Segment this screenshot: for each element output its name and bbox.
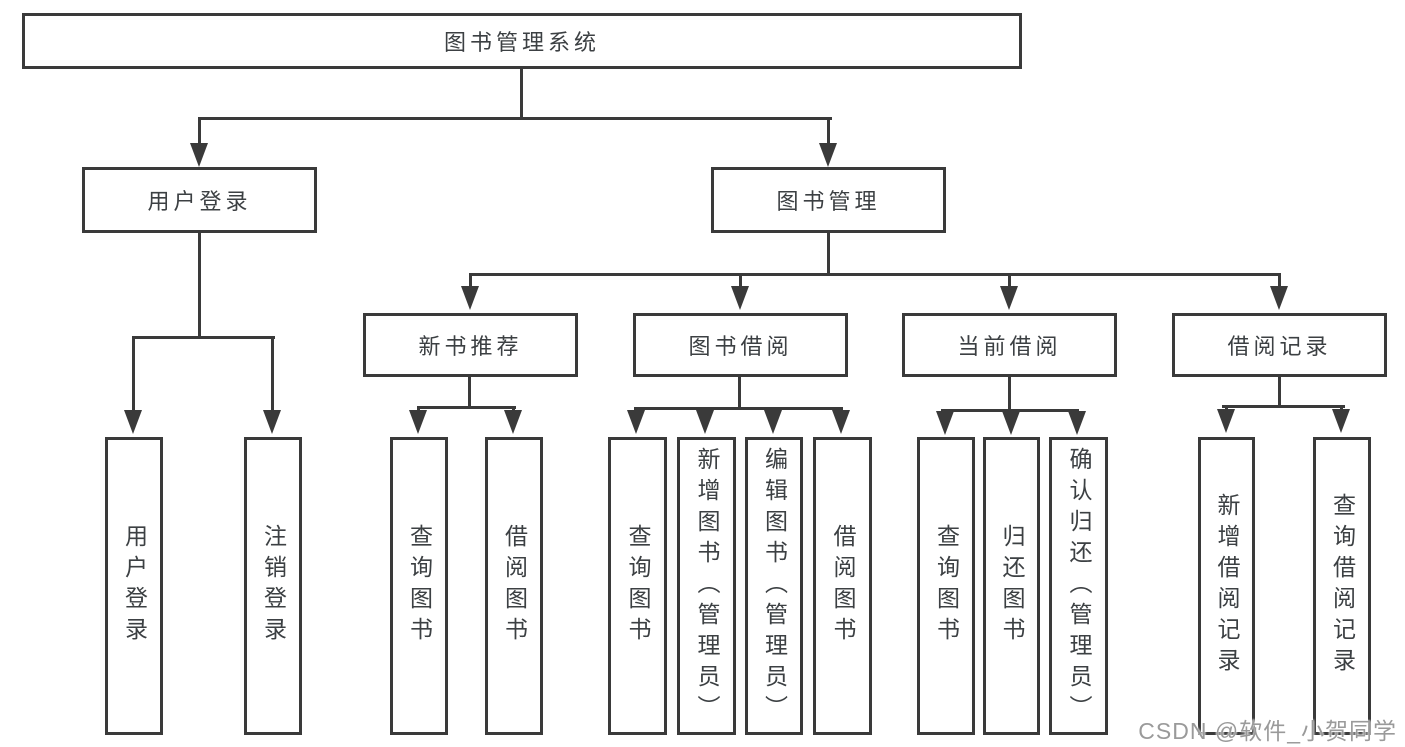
arrow-down-icon <box>696 407 714 434</box>
node-library-management-system: 图书管理系统 <box>22 13 1022 69</box>
arrow-down-icon <box>819 117 837 167</box>
connector-line <box>132 336 275 339</box>
connector-line <box>1008 377 1011 411</box>
node-new-book-recommend: 新书推荐 <box>363 313 578 377</box>
arrow-down-icon <box>936 409 954 435</box>
leaf-label: 新增借阅记录 <box>1214 493 1240 679</box>
leaf-borrow-books-recommend: 借阅图书 <box>485 437 543 735</box>
leaf-confirm-return-admin: 确认归还（管理员） <box>1049 437 1108 735</box>
leaf-query-books-current: 查询图书 <box>917 437 975 735</box>
leaf-label: 注销登录 <box>260 524 287 648</box>
arrow-down-icon <box>504 406 522 434</box>
leaf-add-borrow-record: 新增借阅记录 <box>1198 437 1255 735</box>
arrow-down-icon <box>832 407 850 434</box>
arrow-down-icon <box>1332 405 1350 433</box>
leaf-label: 用户登录 <box>121 524 148 648</box>
connector-line <box>469 273 1281 276</box>
connector-line <box>198 233 201 338</box>
leaf-label: 新增图书（管理员） <box>694 446 720 726</box>
leaf-label: 查询图书 <box>933 524 960 648</box>
leaf-label: 确认归还（管理员） <box>1066 446 1092 726</box>
leaf-label: 编辑图书（管理员） <box>761 446 788 726</box>
connector-line <box>827 233 830 275</box>
connector-line <box>1278 377 1281 407</box>
connector-line <box>520 68 523 119</box>
leaf-query-borrow-record: 查询借阅记录 <box>1313 437 1371 735</box>
connector-line <box>1222 405 1345 408</box>
leaf-edit-books-admin: 编辑图书（管理员） <box>745 437 803 735</box>
leaf-add-books-admin: 新增图书（管理员） <box>677 437 736 735</box>
arrow-down-icon <box>461 273 479 310</box>
node-user-login: 用户登录 <box>82 167 317 233</box>
arrow-down-icon <box>731 273 749 310</box>
leaf-borrow-books: 借阅图书 <box>813 437 872 735</box>
leaf-label: 查询图书 <box>625 524 651 648</box>
arrow-down-icon <box>263 336 281 434</box>
leaf-return-books: 归还图书 <box>983 437 1040 735</box>
arrow-down-icon <box>124 336 142 434</box>
arrow-down-icon <box>764 407 782 434</box>
leaf-label: 归还图书 <box>999 524 1025 648</box>
leaf-query-books-recommend: 查询图书 <box>390 437 448 735</box>
arrow-down-icon <box>1002 409 1020 435</box>
connector-line <box>634 407 843 410</box>
leaf-label: 借阅图书 <box>501 524 528 648</box>
arrow-down-icon <box>1270 273 1288 310</box>
connector-line <box>468 377 471 408</box>
arrow-down-icon <box>409 406 427 434</box>
csdn-watermark: CSDN @软件_小贺同学 <box>1138 718 1397 744</box>
arrow-down-icon <box>1068 409 1086 435</box>
leaf-label: 查询图书 <box>406 524 433 648</box>
arrow-down-icon <box>1000 273 1018 310</box>
connector-line <box>198 117 832 120</box>
connector-line <box>417 406 516 409</box>
leaf-user-login: 用户登录 <box>105 437 163 735</box>
node-book-management: 图书管理 <box>711 167 946 233</box>
node-book-borrow: 图书借阅 <box>633 313 848 377</box>
leaf-label: 借阅图书 <box>830 524 856 648</box>
leaf-query-books-borrow: 查询图书 <box>608 437 667 735</box>
node-borrow-records: 借阅记录 <box>1172 313 1387 377</box>
arrow-down-icon <box>627 407 645 434</box>
node-current-borrow: 当前借阅 <box>902 313 1117 377</box>
connector-line <box>738 377 741 409</box>
arrow-down-icon <box>190 117 208 167</box>
leaf-label: 查询借阅记录 <box>1329 493 1356 679</box>
arrow-down-icon <box>1217 405 1235 433</box>
leaf-logout: 注销登录 <box>244 437 302 735</box>
